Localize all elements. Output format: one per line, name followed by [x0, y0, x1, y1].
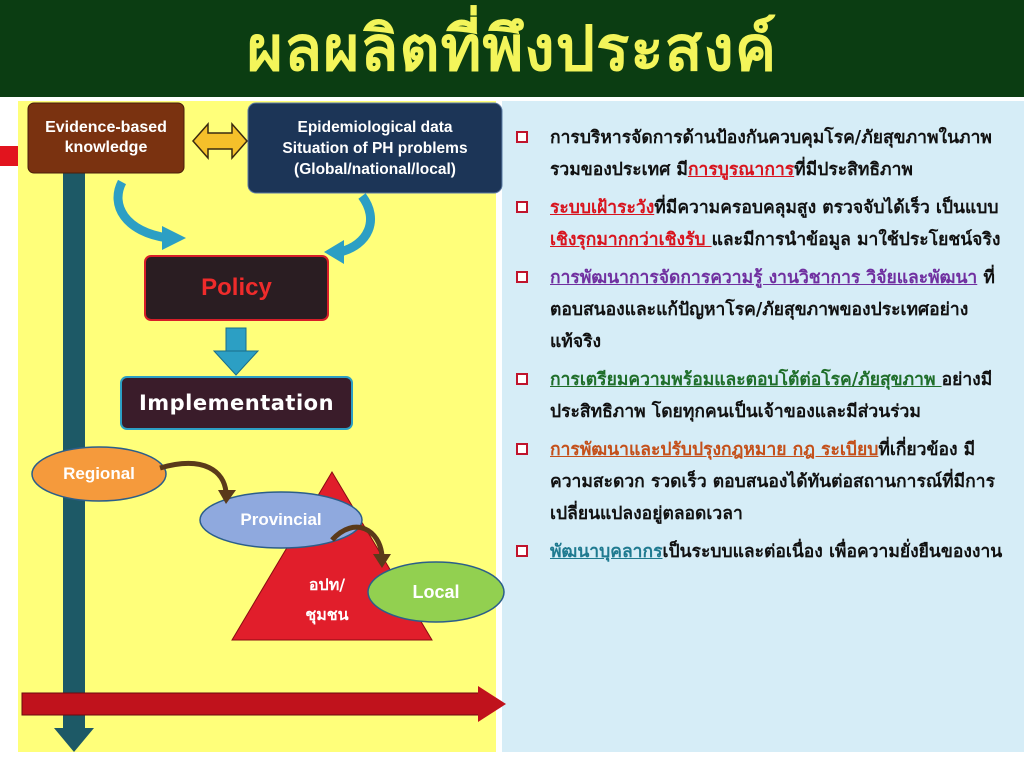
bullet-1-text-b: ที่มีประสิทธิภาพ	[794, 160, 913, 180]
bullet-4-text: อย่างมีประสิทธิภาพ โดยทุกคนเป็นเจ้าของแล…	[550, 370, 993, 422]
horizontal-arrow-shaft	[21, 692, 481, 716]
bullet-5-highlight: การพัฒนาและปรับปรุงกฎหมาย กฎ ระเบียบ	[550, 440, 879, 460]
bullet-marker-icon	[516, 271, 528, 283]
bullet-marker-icon	[516, 373, 528, 385]
double-arrow-icon	[191, 122, 249, 160]
bullet-3-highlight: การพัฒนาการจัดการความรู้ งานวิชาการ วิจั…	[550, 268, 978, 288]
bullet-item-3: การพัฒนาการจัดการความรู้ งานวิชาการ วิจั…	[514, 262, 1018, 358]
evidence-line-1: Evidence-based	[45, 119, 167, 136]
bullet-marker-icon	[516, 201, 528, 213]
epi-line-1: Epidemiological data	[297, 118, 453, 136]
curved-arrow-left-head	[162, 226, 186, 250]
bullet-6-highlight: พัฒนาบุคลากร	[550, 542, 663, 562]
red-accent-mark	[0, 146, 18, 166]
bullet-2-highlight: ระบบเฝ้าระวัง	[550, 198, 655, 218]
epi-line-2: Situation of PH problems	[282, 139, 468, 157]
policy-box	[144, 255, 329, 321]
vertical-arrow-shaft	[63, 160, 85, 730]
curved-arrow-right-head	[324, 240, 344, 264]
implementation-box	[120, 376, 353, 430]
implementation-label: Implementation	[138, 391, 335, 415]
bullet-item-6: พัฒนาบุคลากรเป็นระบบและต่อเนื่อง เพื่อคว…	[514, 536, 1018, 568]
bullet-1-text-a: การบริหารจัดการด้านป้องกันควบคุมโรค/ภัยส…	[550, 128, 992, 180]
regional-to-provincial-arrow	[159, 461, 229, 493]
page-title: ผลผลิตที่พึงประสงค์	[246, 12, 778, 85]
bullet-panel	[502, 101, 1024, 752]
bullet-6-text: เป็นระบบและต่อเนื่อง เพื่อความยั่งยืนของ…	[662, 542, 1003, 562]
bullet-5-text: ที่เกี่ยวข้อง มีความสะดวก รวดเร็ว ตอบสนอ…	[550, 440, 995, 524]
bullet-1-highlight: การบูรณาการ	[687, 160, 795, 180]
bullet-item-5: การพัฒนาและปรับปรุงกฎหมาย กฎ ระเบียบที่เ…	[514, 434, 1018, 530]
bullet-2-highlight-2: เชิงรุกมากกว่าเชิงรับ	[550, 230, 712, 250]
bullet-list: การบริหารจัดการด้านป้องกันควบคุมโรค/ภัยส…	[514, 122, 1018, 574]
epi-box-label: Epidemiological data Situation of PH pro…	[248, 103, 502, 193]
policy-down-arrow-shaft	[225, 327, 247, 353]
epi-line-3: (Global/national/local)	[294, 160, 456, 178]
local-label: Local	[412, 581, 460, 602]
provincial-ellipse	[199, 491, 363, 549]
curved-arrow-left	[113, 179, 169, 243]
triangle-line-2: ชุมชน	[305, 605, 349, 624]
header-bar	[0, 0, 1024, 97]
bullet-marker-icon	[516, 131, 528, 143]
bullet-marker-icon	[516, 443, 528, 455]
vertical-arrow-head	[54, 728, 94, 752]
provincial-to-local-arrow	[330, 524, 385, 557]
regional-ellipse	[31, 446, 167, 502]
bullet-2-text-b: และมีการนำข้อมูล มาใช้ประโยชน์จริง	[711, 230, 1001, 250]
bullet-3-text: ที่ตอบสนองและแก้ปัญหาโรค/ภัยสุขภาพของประ…	[550, 268, 995, 352]
bullet-item-1: การบริหารจัดการด้านป้องกันควบคุมโรค/ภัยส…	[514, 122, 1018, 186]
curved-arrow-right	[338, 193, 375, 257]
epi-box	[247, 102, 503, 194]
evidence-line-2: knowledge	[64, 139, 148, 156]
triangle-label: อปท/ ชุมชน	[282, 568, 372, 632]
regional-to-provincial-arrow-head	[218, 490, 236, 504]
bullet-item-4: การเตรียมความพร้อมและตอบโต้ต่อโรค/ภัยสุข…	[514, 364, 1018, 428]
local-ellipse	[367, 561, 505, 623]
policy-down-arrow-head	[212, 350, 260, 376]
bullet-marker-icon	[516, 545, 528, 557]
provincial-label: Provincial	[240, 510, 322, 529]
bullet-2-text-a: ที่มีความครอบคลุมสูง ตรวจจับได้เร็ว เป็น…	[654, 198, 999, 218]
bullet-4-highlight: การเตรียมความพร้อมและตอบโต้ต่อโรค/ภัยสุข…	[550, 370, 942, 390]
evidence-box	[27, 102, 185, 174]
bullet-item-2: ระบบเฝ้าระวังที่มีความครอบคลุมสูง ตรวจจั…	[514, 192, 1018, 256]
policy-label: Policy	[201, 274, 272, 301]
triangle-line-1: อปท/	[308, 575, 346, 594]
regional-label: Regional	[63, 464, 135, 483]
evidence-box-label: Evidence-based knowledge	[28, 103, 184, 173]
horizontal-arrow-head	[478, 686, 506, 722]
provincial-to-local-arrow-head	[373, 554, 391, 568]
